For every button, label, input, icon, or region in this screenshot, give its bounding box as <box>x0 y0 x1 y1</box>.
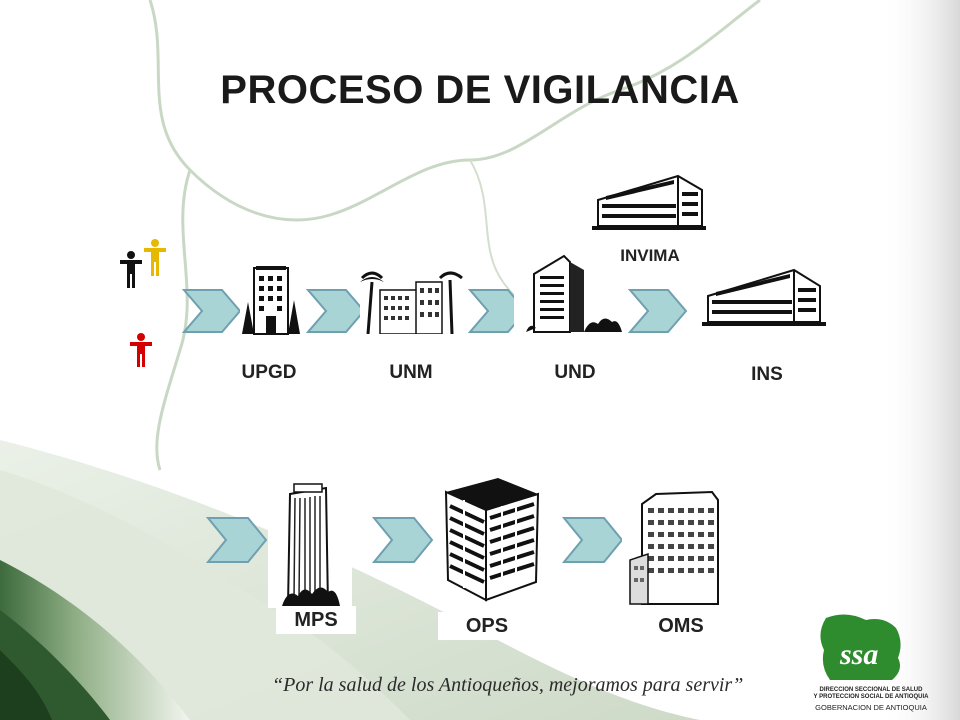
chevron-arrow-icon <box>468 289 528 333</box>
chevron-arrow-icon <box>628 289 688 333</box>
page-title: PROCESO DE VIGILANCIA <box>220 68 740 112</box>
ministry-tower-icon <box>268 478 352 608</box>
upgd-label: UPGD <box>228 360 310 385</box>
chevron-arrow-icon <box>372 517 434 563</box>
dssa-logo: ssa DIRECCION SECCIONAL DE SALUD Y PROTE… <box>814 614 930 712</box>
person-yellow-icon <box>144 239 166 276</box>
chevron-arrow-icon <box>562 517 624 563</box>
oms-label: OMS <box>628 612 734 640</box>
unm-label: UNM <box>376 360 446 385</box>
chevron-arrow-icon <box>182 289 242 333</box>
ops-label: OPS <box>438 612 536 640</box>
department-building-icon <box>514 252 624 334</box>
ins-label: INS <box>738 360 796 389</box>
logo-line-2: Y PROTECCION SOCIAL DE ANTIOQUIA <box>814 694 930 700</box>
national-institute-building-icon <box>696 256 832 334</box>
logo-line-1: DIRECCION SECCIONAL DE SALUD <box>820 687 924 693</box>
svg-text:ssa: ssa <box>839 638 878 671</box>
clinic-building-icon <box>240 262 302 336</box>
mps-label: MPS <box>276 606 356 634</box>
slogan-text: “Por la salud de los Antioqueños, mejora… <box>272 674 744 696</box>
chevron-arrow-icon <box>206 517 268 563</box>
und-label: UND <box>540 360 610 385</box>
logo-line-3: GOBERNACION DE ANTIOQUIA <box>815 703 927 712</box>
oms-building-icon <box>622 484 730 606</box>
invima-building-icon <box>588 164 712 236</box>
chevron-arrow-icon <box>306 289 366 333</box>
person-black-icon <box>120 251 142 288</box>
person-red-icon <box>130 333 152 367</box>
invima-label: INVIMA <box>600 244 700 267</box>
ops-building-icon <box>436 470 546 606</box>
municipal-building-icon <box>360 268 466 334</box>
